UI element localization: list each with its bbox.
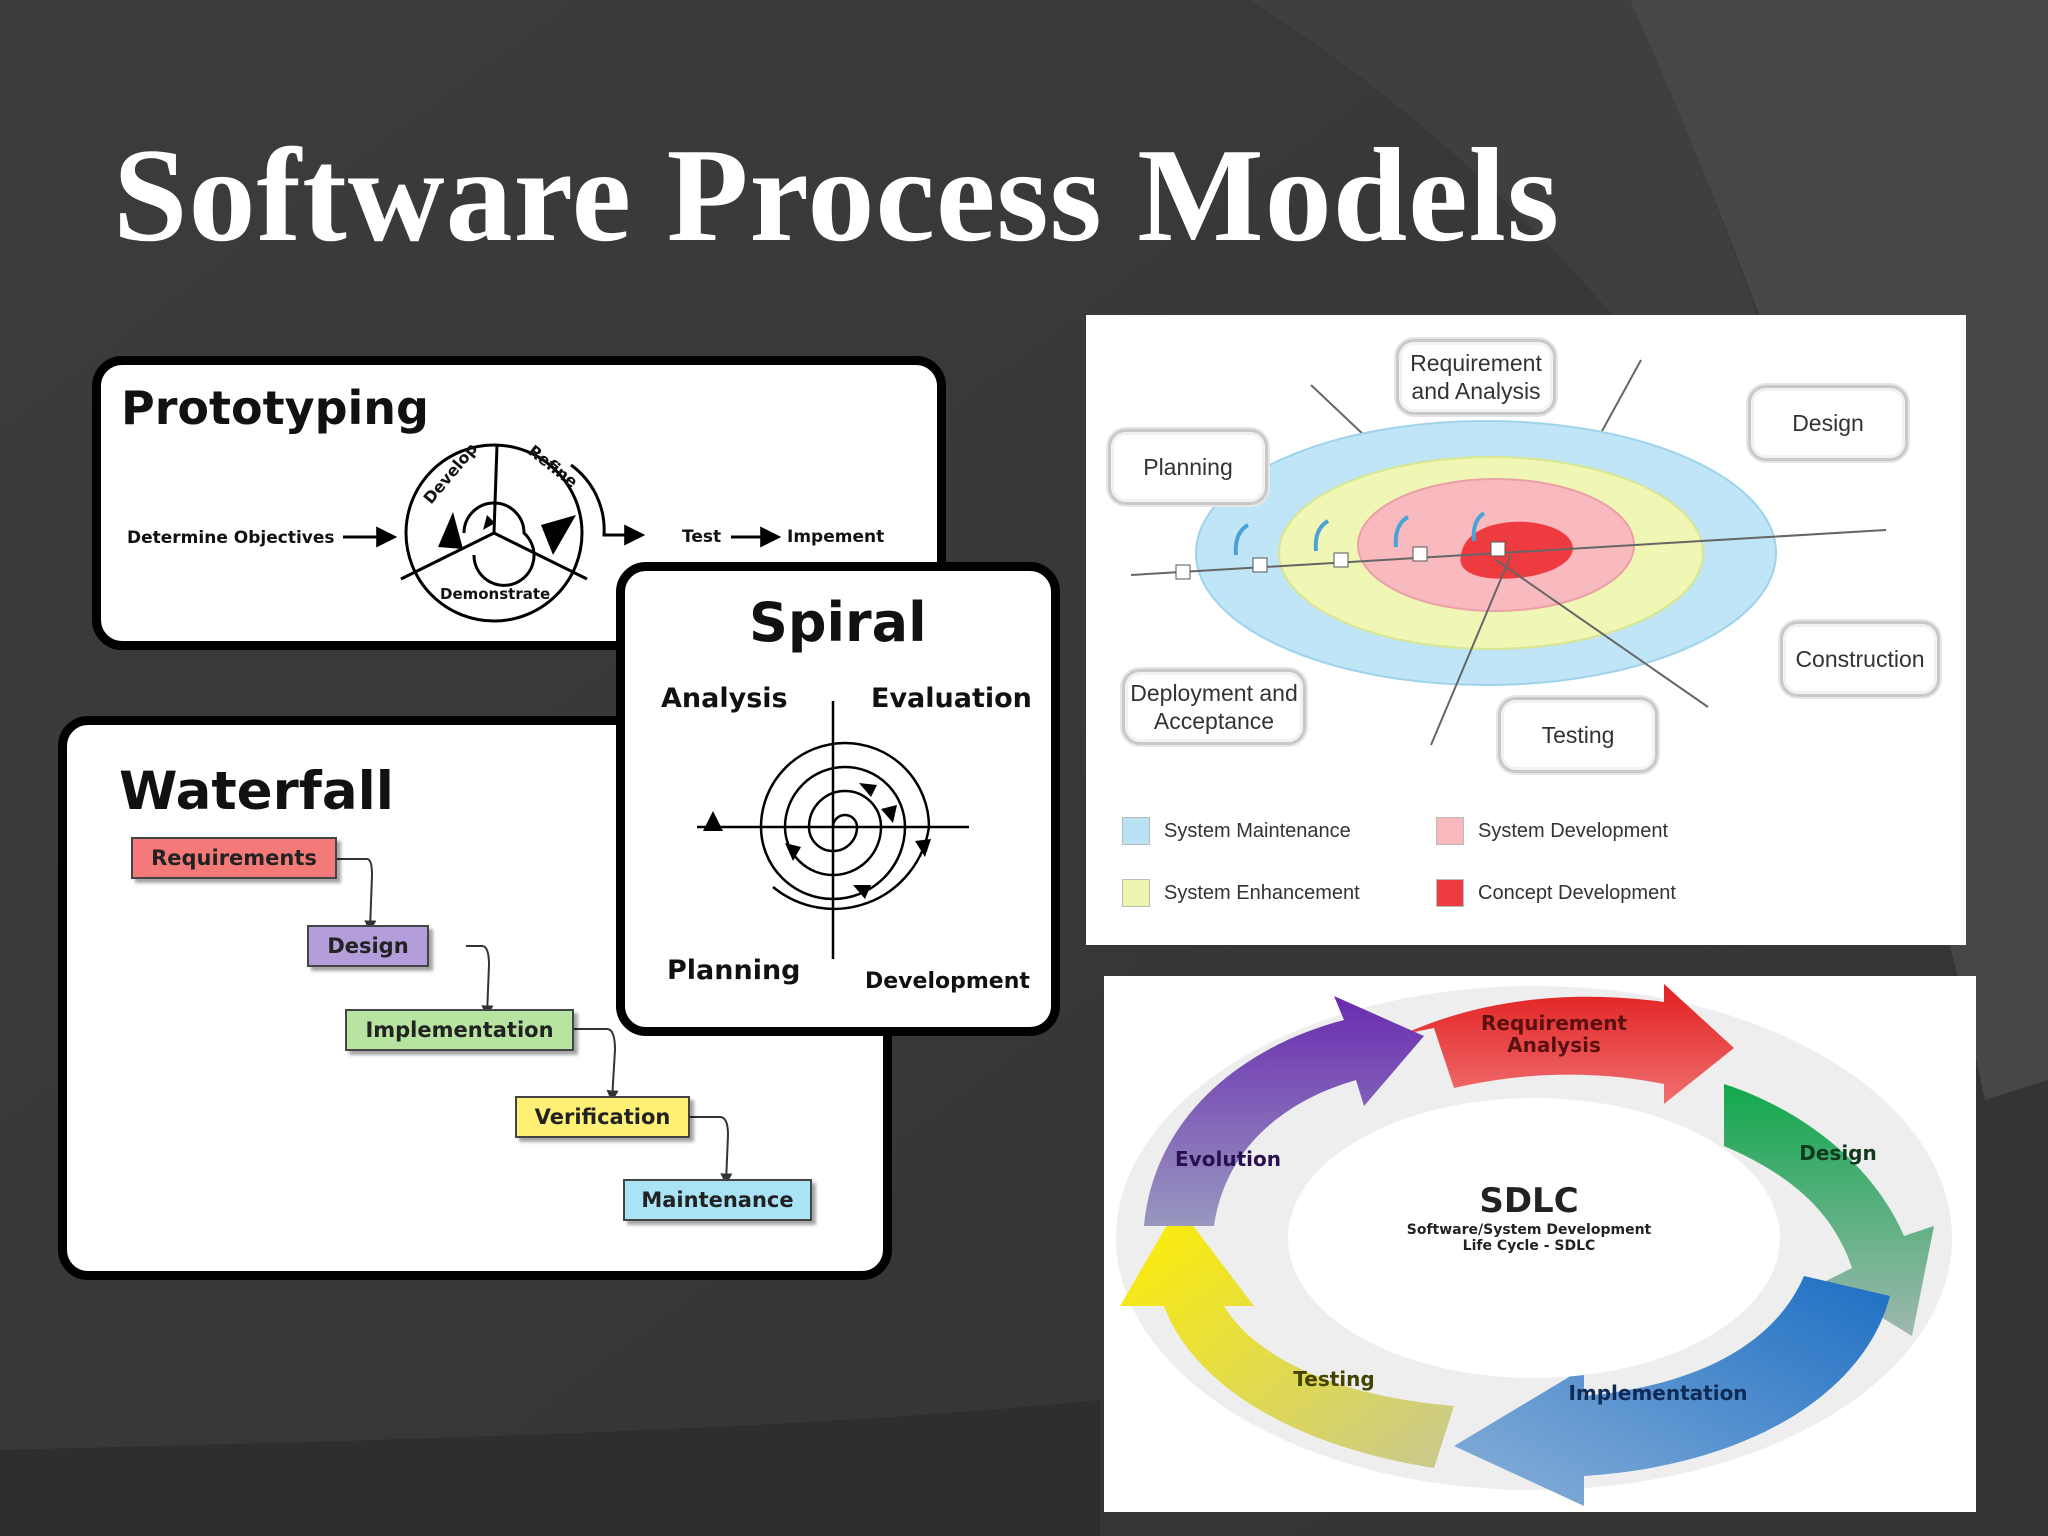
legend-system-enhancement: System Enhancement [1122, 879, 1360, 907]
rings-diagram-image: Requirement and Analysis Design Planning… [1086, 315, 1966, 945]
legend-swatch [1436, 879, 1464, 907]
legend-label: System Enhancement [1164, 882, 1360, 905]
sdlc-center-subtitle-2: Life Cycle - SDLC [1463, 1238, 1596, 1254]
waterfall-step-design: Design [307, 925, 429, 967]
phase-construction: Construction [1780, 621, 1940, 697]
sdlc-phase-evolution: Evolution [1175, 1147, 1281, 1171]
sdlc-phase-testing: Testing [1293, 1367, 1374, 1391]
demonstrate-label: Demonstrate [440, 585, 550, 603]
test-label: Test [682, 527, 721, 547]
legend-swatch [1122, 817, 1150, 845]
legend-label: Concept Development [1478, 882, 1676, 905]
phase-requirement-analysis: Requirement and Analysis [1396, 339, 1556, 415]
waterfall-step-implementation: Implementation [345, 1009, 574, 1051]
determine-objectives-label: Determine Objectives [127, 528, 335, 548]
legend-concept-development: Concept Development [1436, 879, 1676, 907]
legend-system-development: System Development [1436, 817, 1668, 845]
spiral-diagram [625, 571, 1051, 1027]
phase-design: Design [1748, 385, 1908, 461]
sdlc-phase-design: Design [1799, 1141, 1876, 1165]
legend-system-maintenance: System Maintenance [1122, 817, 1351, 845]
legend-label: System Development [1478, 820, 1668, 843]
sdlc-phase-requirement-1: Requirement [1481, 1011, 1627, 1035]
sdlc-cycle-diagram: SDLC Software/System Development Life Cy… [1104, 976, 1976, 1512]
phase-planning: Planning [1108, 429, 1268, 505]
sdlc-phase-requirement-2: Analysis [1507, 1033, 1601, 1057]
waterfall-step-verification: Verification [515, 1096, 690, 1138]
legend-swatch [1122, 879, 1150, 907]
implement-label: Impement [787, 527, 884, 547]
slide-title: Software Process Models [113, 118, 1560, 272]
legend-swatch [1436, 817, 1464, 845]
phase-deployment-acceptance: Deployment and Acceptance [1122, 669, 1306, 745]
sdlc-center-title: SDLC [1479, 1181, 1578, 1221]
legend-label: System Maintenance [1164, 820, 1351, 843]
sdlc-phase-implementation: Implementation [1568, 1381, 1747, 1405]
waterfall-step-maintenance: Maintenance [623, 1179, 812, 1221]
phase-testing: Testing [1498, 697, 1658, 773]
waterfall-step-requirements: Requirements [131, 837, 337, 879]
spiral-panel: Spiral Analysis Evaluation Planning Deve… [616, 562, 1060, 1036]
sdlc-center-subtitle-1: Software/System Development [1407, 1222, 1652, 1238]
sdlc-cycle-image: SDLC Software/System Development Life Cy… [1104, 976, 1976, 1512]
